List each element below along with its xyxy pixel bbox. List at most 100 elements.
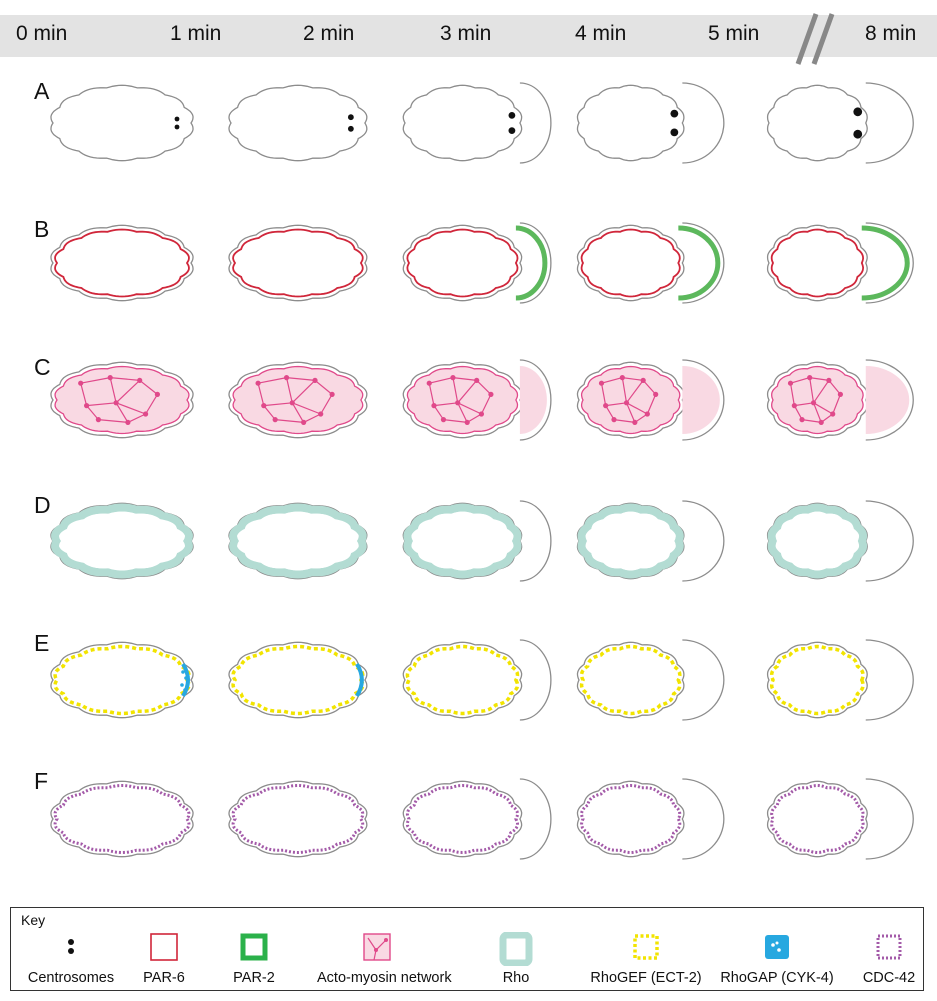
rhogap-icon (762, 932, 792, 962)
rhogap-dot (184, 676, 188, 680)
embryo-r2-c1 (229, 362, 367, 437)
myosin-node (624, 400, 629, 405)
myosin-node (474, 378, 479, 383)
centrosome-dot (175, 125, 180, 130)
actomyosin-icon (362, 932, 392, 962)
myosin-node (455, 400, 460, 405)
actomyosin-network (582, 367, 680, 434)
embryo-r4-c0 (51, 642, 193, 717)
myosin-node (261, 403, 266, 408)
myosin-node (155, 392, 160, 397)
embryo-r0-c2 (403, 83, 551, 163)
myosin-node (611, 417, 616, 422)
myosin-node (273, 417, 278, 422)
embryo-r1-c1 (229, 225, 367, 300)
centrosomes-icon (56, 932, 86, 962)
myosin-node (788, 381, 793, 386)
centrosome-dot (853, 107, 862, 116)
anterior-cortex (578, 85, 684, 160)
anterior-cortex (403, 225, 521, 300)
legend-item-rho: Rho (456, 926, 576, 988)
legend-item-par2: PAR-2 (194, 926, 314, 988)
embryo-r1-c2 (403, 223, 551, 303)
embryo-interior (412, 512, 514, 571)
myosin-node (318, 411, 323, 416)
myosin-node (450, 375, 455, 380)
embryo-interior (237, 512, 358, 571)
legend-item-rhogef: RhoGEF (ECT-2) (586, 926, 706, 988)
centrosome-dot (348, 126, 354, 132)
anterior-cortex (51, 85, 193, 160)
anterior-cortex (51, 781, 193, 856)
legend-item-actomyosin: Acto-myosin network (317, 926, 437, 988)
legend-label-rho: Rho (456, 970, 576, 986)
myosin-node (830, 411, 835, 416)
embryo-r2-c4 (768, 360, 914, 440)
embryo-interior (59, 512, 185, 571)
posterior-cortex (520, 640, 551, 720)
myosin-node (114, 400, 119, 405)
anterior-cortex (403, 642, 521, 717)
embryo-r3-c1 (229, 503, 367, 578)
rhogap-dot (183, 688, 187, 692)
myosin-node (792, 403, 797, 408)
legend-item-cdc42: CDC-42 (829, 926, 937, 988)
myosin-node (645, 411, 650, 416)
embryo-r3-c4 (768, 501, 914, 581)
myosin-node (125, 420, 130, 425)
actomyosin-network (55, 367, 189, 434)
embryo-r2-c3 (578, 360, 724, 440)
myosin-node (479, 411, 484, 416)
myosin-node (799, 417, 804, 422)
anterior-cortex (403, 781, 521, 856)
embryo-r1-c3 (578, 223, 724, 303)
myosin-node (465, 420, 470, 425)
myosin-node (290, 400, 295, 405)
embryo-r3-c0 (51, 503, 193, 578)
posterior-cortex (682, 83, 723, 163)
myosin-node (811, 400, 816, 405)
anterior-cortex (578, 781, 684, 856)
myosin-node (96, 417, 101, 422)
embryo-r0-c0 (51, 85, 193, 160)
myosin-node (78, 381, 83, 386)
posterior-cortex (866, 83, 914, 163)
embryo-r4-c1 (229, 642, 367, 717)
myosin-node (599, 381, 604, 386)
embryo-r2-c2 (403, 360, 551, 440)
actomyosin-network (407, 367, 517, 434)
cdc42-icon (874, 932, 904, 962)
myosin-node (84, 403, 89, 408)
embryo-interior (586, 512, 676, 571)
myosin-node (441, 417, 446, 422)
embryo-r1-c0 (51, 225, 193, 300)
embryo-r5-c3 (578, 779, 724, 859)
myosin-node (620, 375, 625, 380)
posterior-cortex (520, 501, 551, 581)
anterior-cortex (403, 85, 521, 160)
embryo-r5-c4 (768, 779, 914, 859)
myosin-node (488, 392, 493, 397)
myosin-node (807, 375, 812, 380)
posterior-cortex (866, 501, 914, 581)
myosin-node (301, 420, 306, 425)
centrosome-dot (509, 127, 516, 134)
myosin-node (826, 378, 831, 383)
embryo-r0-c1 (229, 85, 367, 160)
rhogap-dot (180, 683, 184, 687)
posterior-cortex (866, 640, 914, 720)
centrosome-dot (853, 130, 862, 139)
embryo-r5-c0 (51, 781, 193, 856)
anterior-cortex (578, 225, 684, 300)
myosin-node (330, 392, 335, 397)
legend-item-rhogap: RhoGAP (CYK-4) (717, 926, 837, 988)
embryo-r4-c3 (578, 640, 724, 720)
myosin-node (603, 403, 608, 408)
anterior-cortex (229, 225, 367, 300)
rhogap-dot (181, 670, 185, 674)
par6-icon (149, 932, 179, 962)
posterior-cortex (682, 640, 723, 720)
anterior-cortex (768, 642, 868, 717)
myosin-node (143, 411, 148, 416)
anterior-cortex (229, 781, 367, 856)
